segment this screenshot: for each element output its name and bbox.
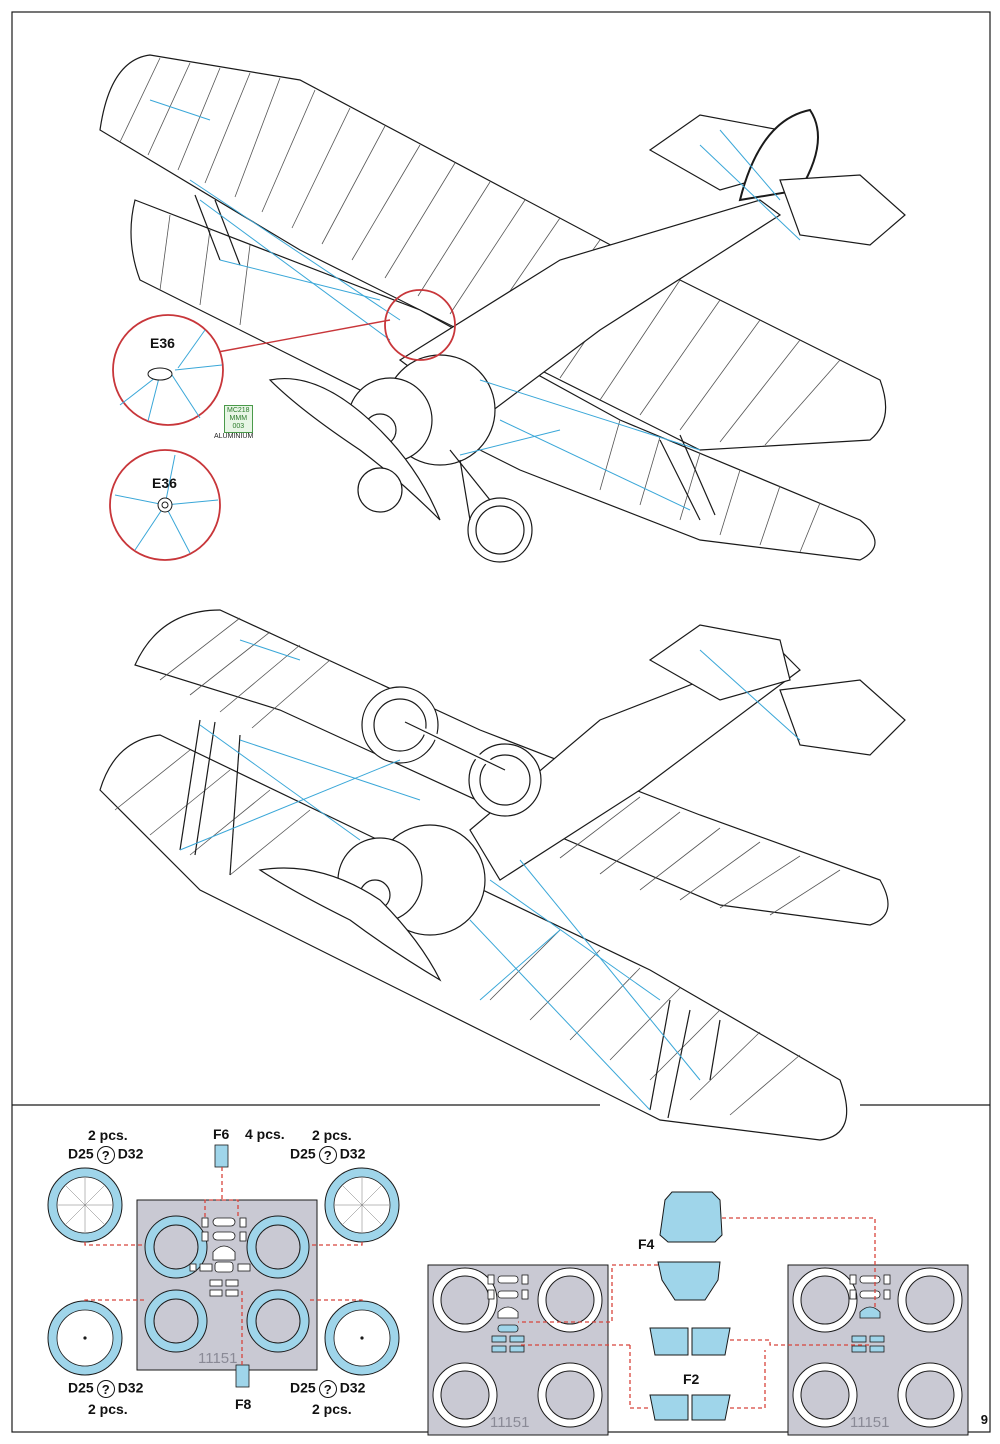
option-question-icon: ? (96, 1146, 115, 1164)
callout-label-e36-bottom: E36 (152, 475, 177, 491)
detail-callout-ring (384, 289, 456, 361)
part-pair-top-left: D25?D32 (68, 1146, 143, 1164)
paint-code-line-3: 003 (232, 423, 245, 430)
paint-code-line-2: MMM (229, 415, 248, 422)
paint-code-box: MC218 MMM 003 (224, 405, 253, 433)
wheel-masks-left (47, 1167, 400, 1376)
option-question-icon: ? (96, 1380, 115, 1398)
sheet-number-right-a: 11151 (490, 1414, 530, 1431)
part-pair-bottom-left: D25?D32 (68, 1380, 143, 1398)
option-question-icon: ? (318, 1380, 337, 1398)
paint-code-line-1: MC218 (227, 407, 250, 414)
label-f2: F2 (683, 1371, 700, 1387)
part-a-label: D25 (290, 1145, 316, 1162)
biplane-bottom-view (99, 609, 906, 1141)
canopy-masks (649, 1191, 731, 1421)
qty-top-right: 2 pcs. (312, 1127, 352, 1143)
mask-f8 (235, 1364, 250, 1388)
mask-sheet-right-b (787, 1264, 969, 1436)
mask-f6 (214, 1144, 229, 1168)
part-b-label: D32 (117, 1379, 144, 1396)
part-a-label: D25 (68, 1145, 94, 1162)
label-f6: F6 (213, 1126, 230, 1142)
qty-f6: 4 pcs. (245, 1126, 285, 1142)
page-number: 9 (980, 1412, 988, 1427)
detail-e36-front (109, 449, 221, 561)
mask-sheet-left (136, 1199, 318, 1371)
part-b-label: D32 (339, 1379, 366, 1396)
callout-label-e36-top: E36 (150, 335, 175, 351)
sheet-number-left: 11151 (198, 1350, 238, 1367)
part-a-label: D25 (290, 1379, 316, 1396)
rigging-wires-bottom (179, 639, 801, 1111)
label-f4: F4 (638, 1236, 655, 1252)
qty-top-left: 2 pcs. (88, 1127, 128, 1143)
part-pair-top-right: D25?D32 (290, 1146, 365, 1164)
rigging-wires-top (149, 99, 801, 511)
detail-leader-line (217, 319, 391, 353)
biplane-top-view (99, 54, 906, 563)
paint-name: ALUMINIUM (214, 433, 254, 440)
part-a-label: D25 (68, 1379, 94, 1396)
qty-bottom-left: 2 pcs. (88, 1401, 128, 1417)
option-question-icon: ? (318, 1146, 337, 1164)
part-pair-bottom-right: D25?D32 (290, 1380, 365, 1398)
qty-bottom-right: 2 pcs. (312, 1401, 352, 1417)
mask-sheet-right-a (427, 1264, 609, 1436)
part-b-label: D32 (339, 1145, 366, 1162)
part-b-label: D32 (117, 1145, 144, 1162)
dashed-leaders-left (84, 1167, 363, 1365)
dashed-leaders-right (518, 1217, 876, 1409)
detail-e36-side (112, 314, 224, 426)
sheet-number-right-b: 11151 (850, 1414, 890, 1431)
label-f8: F8 (235, 1396, 252, 1412)
